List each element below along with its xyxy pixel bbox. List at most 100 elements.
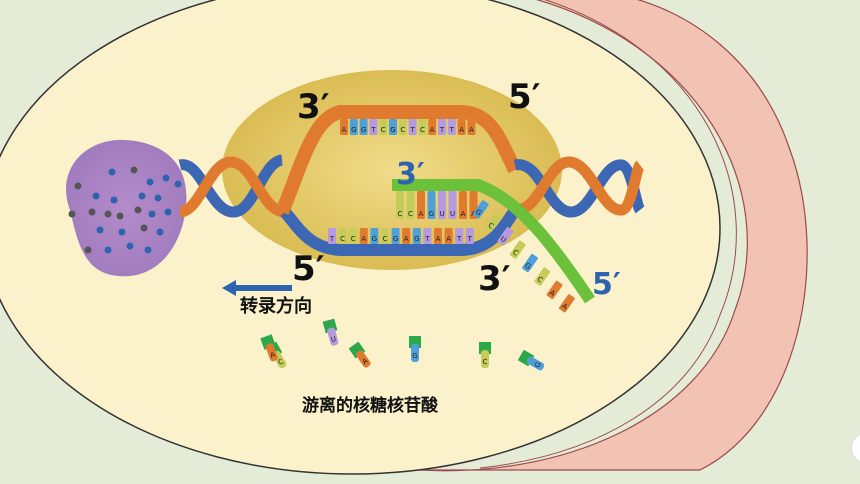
base-rna-tail: G xyxy=(522,254,538,273)
base-letter: C xyxy=(340,235,345,243)
free-nucleotide: U xyxy=(322,318,339,346)
label-rna-3prime: 3′ xyxy=(396,157,425,192)
membrane-inner-line xyxy=(479,0,737,469)
chromatin-dot xyxy=(138,192,146,200)
chromatin-dot xyxy=(104,210,112,218)
base-letter: T xyxy=(409,126,415,134)
label-template-5prime: 5′ xyxy=(292,249,325,289)
base-rna-tail: C xyxy=(509,240,526,259)
base-letter: A xyxy=(436,235,441,243)
base-rna-tail: U xyxy=(497,227,514,246)
base-letter: T xyxy=(329,235,335,243)
base-letter: G xyxy=(351,126,356,134)
chromatin-dot xyxy=(144,246,152,254)
free-nucleotide: C xyxy=(479,342,491,368)
base-rna-tail: A xyxy=(546,280,563,300)
base-upper: A xyxy=(428,119,437,135)
chromatin-dot xyxy=(148,210,156,218)
base-lower: G xyxy=(412,228,421,244)
base-lower: T xyxy=(455,228,464,244)
base-letter: T xyxy=(439,126,445,134)
base-rna-paired: C xyxy=(396,191,404,219)
chromatin-dot xyxy=(108,168,116,176)
base-lower: A xyxy=(444,228,453,244)
chromatin-dot xyxy=(156,228,164,236)
base-letter: A xyxy=(419,210,424,218)
base-letter: G xyxy=(414,235,419,243)
base-rna-paired: C xyxy=(406,191,415,219)
label-coding-5prime: 5′ xyxy=(508,77,541,117)
dna-template-strand xyxy=(280,206,521,256)
free-base-letter: C xyxy=(483,358,488,366)
base-letter: C xyxy=(408,210,413,218)
base-upper: C xyxy=(379,119,388,135)
free-nucleotide: G xyxy=(409,336,421,362)
base-lower: C xyxy=(338,228,347,244)
label-rna-5prime: 5′ xyxy=(592,267,621,302)
base-letter: G xyxy=(474,208,483,218)
chromatin-blob xyxy=(66,139,187,277)
base-letter: G xyxy=(523,262,532,272)
free-base-letter: G xyxy=(412,352,417,360)
chromatin-dot xyxy=(130,166,138,174)
base-lower: A xyxy=(434,228,442,244)
base-rna-tail: G xyxy=(472,200,489,219)
base-letter: G xyxy=(372,235,377,243)
chromatin-dot xyxy=(126,242,134,250)
base-upper: C xyxy=(398,119,407,135)
base-letter: C xyxy=(400,126,405,134)
dna-helix-left xyxy=(178,154,287,218)
cell-membrane xyxy=(419,0,808,472)
base-upper: A xyxy=(340,119,348,135)
base-letter: U xyxy=(499,235,508,244)
dna-helix-right xyxy=(513,156,645,218)
base-upper: T xyxy=(447,119,456,135)
base-rna-tail: A xyxy=(558,294,575,313)
base-rna-paired: U xyxy=(438,191,446,219)
direction-arrow xyxy=(222,280,292,296)
chromatin-dot xyxy=(116,212,124,220)
base-lower: A xyxy=(402,228,411,244)
base-upper: A xyxy=(457,119,466,135)
base-letter: A xyxy=(459,126,464,134)
base-lower: T xyxy=(465,228,474,244)
base-upper: G xyxy=(359,119,368,135)
free-nucleotide: A xyxy=(260,334,278,362)
label-template-3prime: 3′ xyxy=(297,87,330,127)
base-upper: G xyxy=(389,119,397,135)
base-letter: G xyxy=(393,235,398,243)
base-rna-tail: C xyxy=(534,267,551,286)
base-rna-paired: G xyxy=(427,191,436,219)
base-letter: C xyxy=(398,210,403,218)
rna-paired-bases: CCAGUUAA xyxy=(396,191,478,219)
base-lower: G xyxy=(391,228,400,244)
chromatin-dot xyxy=(162,174,170,182)
base-rna-tail: C xyxy=(485,213,501,232)
free-base-letter: U xyxy=(330,335,337,344)
base-letter: A xyxy=(548,289,557,298)
free-nucleotide: A xyxy=(348,341,371,368)
base-rna-paired: A xyxy=(417,191,425,219)
base-lower: G xyxy=(370,228,379,244)
base-letter: G xyxy=(390,126,395,134)
base-rna-paired: U xyxy=(448,191,457,219)
base-letter: T xyxy=(467,235,473,243)
chromatin-dot xyxy=(174,180,182,188)
free-base-letter: G xyxy=(533,361,543,370)
base-lower: C xyxy=(381,228,389,244)
chromatin-dot xyxy=(118,228,126,236)
chromatin-dot xyxy=(164,208,172,216)
base-letter: A xyxy=(430,126,435,134)
base-letter: T xyxy=(370,126,376,134)
chromatin-dots xyxy=(68,166,182,254)
label-coding-3prime: 3′ xyxy=(478,259,511,299)
dna-coding-strand xyxy=(275,105,522,215)
base-letter: C xyxy=(383,235,388,243)
chromatin-dot xyxy=(134,206,142,214)
base-upper: T xyxy=(408,119,417,135)
chromatin-dot xyxy=(88,208,96,216)
chromatin-dot xyxy=(154,194,162,202)
rna-strand xyxy=(392,179,595,304)
